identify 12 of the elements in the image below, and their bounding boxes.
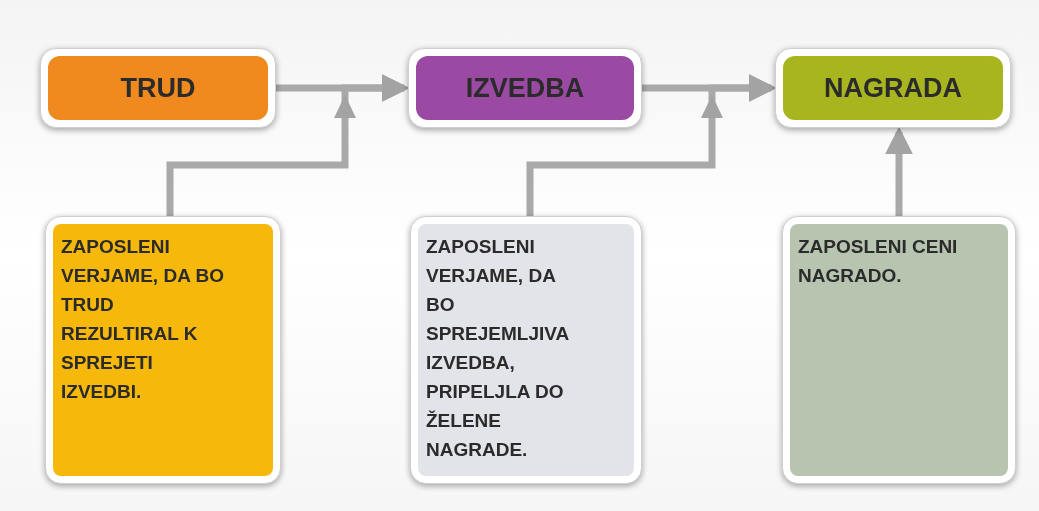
stage-label: IZVEDBA <box>465 71 585 105</box>
description-box <box>410 216 642 484</box>
stage-label: NAGRADA <box>824 71 962 105</box>
description-text: ZAPOSLENI VERJAME, DA BO SPREJEMLJIVA IZVEDBA, PRIPELJLA DO ŽELENE NAGRADE. <box>426 235 570 462</box>
description-box <box>45 216 281 484</box>
description-box <box>782 216 1016 484</box>
stage-box <box>408 48 642 128</box>
stage-label: TRUD <box>120 71 196 105</box>
stage-box <box>40 48 276 128</box>
description-text: ZAPOSLENI VERJAME, DA BO TRUD REZULTIRAL K SPREJETI IZVEDBI. <box>61 235 225 404</box>
stage-box <box>775 48 1011 128</box>
description-text: ZAPOSLENI CENI NAGRADO. <box>798 235 959 288</box>
